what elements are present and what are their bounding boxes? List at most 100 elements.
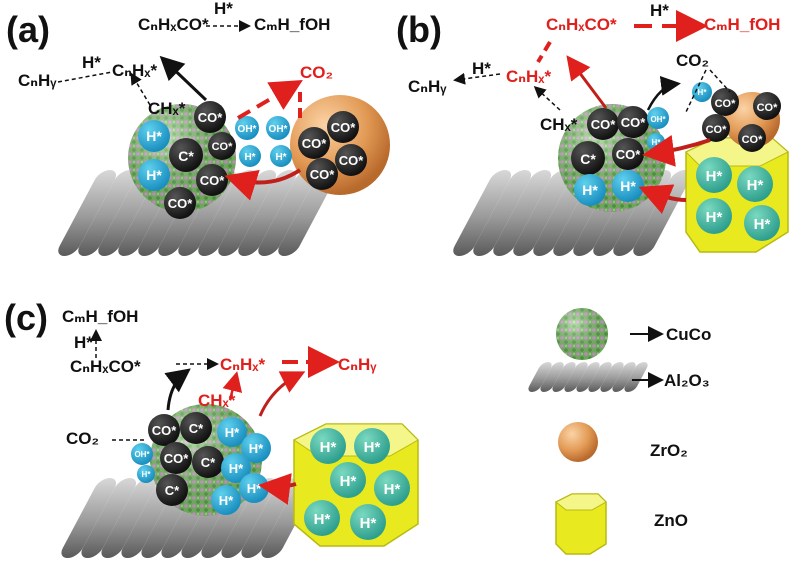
svg-text:H*: H* [247, 481, 262, 496]
svg-text:H*: H* [652, 138, 662, 147]
panel-c: (c) H* H* H* H* H* H* [4, 297, 419, 558]
svg-text:C*: C* [189, 421, 204, 436]
legend-zro2-label: ZrO₂ [650, 441, 688, 460]
panel-b-label: (b) [396, 9, 442, 50]
legend-cuco-label: CuCo [666, 325, 711, 344]
svg-text:CO*: CO* [331, 120, 357, 135]
svg-text:H*: H* [249, 441, 264, 456]
svg-text:H*: H* [244, 152, 255, 163]
svg-text:H*: H* [706, 168, 723, 185]
svg-text:CO*: CO* [302, 136, 328, 151]
svg-text:H*: H* [747, 177, 764, 194]
panel-c-h: H* [74, 333, 93, 352]
svg-text:H*: H* [582, 182, 598, 198]
svg-text:CO*: CO* [715, 98, 737, 110]
legend-zno-label: ZnO [654, 511, 688, 530]
panel-b-chain-top-lhs: CₙHₓCO* [546, 15, 617, 34]
svg-text:CO*: CO* [168, 196, 194, 211]
panel-c-spillover-arrow [258, 473, 297, 505]
svg-text:CO*: CO* [616, 147, 642, 162]
legend-zno: ZnO [555, 493, 688, 555]
panel-a: (a) CO* H* C* H* CO* CO* [6, 0, 390, 256]
legend-cuco: CuCo [556, 308, 711, 360]
svg-text:CO*: CO* [200, 173, 226, 188]
svg-text:OH*: OH* [238, 124, 257, 135]
svg-text:CO*: CO* [591, 117, 617, 132]
panel-c-mid-center: CₙHₓ* [220, 355, 266, 374]
svg-text:C*: C* [165, 483, 180, 498]
panel-c-mid-lhs: CₙHₓCO* [70, 357, 141, 376]
svg-text:H*: H* [754, 216, 771, 233]
svg-text:CO*: CO* [198, 110, 224, 125]
panel-c-chx: CHₓ* [198, 391, 236, 410]
panel-b-chain-mid-lhs: CₙHᵧ [408, 77, 447, 96]
panel-c-label: (c) [4, 297, 48, 338]
svg-text:H*: H* [620, 178, 636, 194]
panel-a-co2-arrow-1 [236, 79, 303, 120]
svg-text:H*: H* [320, 439, 337, 456]
svg-text:OH*: OH* [269, 124, 288, 135]
panel-b-chain-top-h: H* [650, 1, 669, 20]
svg-text:H*: H* [314, 511, 331, 528]
svg-text:H*: H* [219, 493, 234, 508]
panel-a-chain-mid-rhs: CₙHₓ* [112, 61, 158, 80]
svg-text:C*: C* [178, 148, 194, 164]
svg-text:H*: H* [229, 461, 244, 476]
svg-text:H*: H* [340, 473, 357, 490]
panel-b-spillover-arrow-2 [642, 134, 711, 167]
svg-text:CO*: CO* [152, 423, 178, 438]
svg-text:OH*: OH* [650, 115, 666, 124]
panel-b-co2: CO₂ [676, 51, 709, 70]
panel-b: (b) H* H* H* H* CO* CO* CO* CO* H* [396, 1, 789, 256]
panel-c-adsorbates: CO* C* CO* C* C* H* H* H* H* H* OH* H* [131, 412, 271, 515]
svg-text:OH*: OH* [134, 450, 150, 459]
svg-text:H*: H* [225, 425, 240, 440]
svg-text:CO*: CO* [310, 167, 336, 182]
panel-b-co2-arrow [646, 75, 681, 111]
panel-a-chain-mid-lhs: CₙHᵧ [18, 71, 57, 90]
panel-b-up-arrow [566, 55, 608, 109]
panel-a-chain-top-rhs: CₘH_fOH [254, 15, 330, 34]
legend: CuCo Al₂O₃ ZrO₂ ZnO [528, 308, 711, 555]
panel-c-mid-rhs: CₙHᵧ [338, 355, 377, 374]
svg-text:H*: H* [360, 515, 377, 532]
svg-text:H*: H* [706, 209, 723, 226]
panel-a-spillover-arrow [224, 168, 302, 201]
svg-text:H*: H* [146, 128, 162, 144]
panel-a-up-arrow [159, 55, 208, 102]
svg-text:H*: H* [146, 167, 162, 183]
panel-a-chain-top-lhs: CₙHₓCO* [138, 15, 209, 34]
svg-text:CO*: CO* [757, 102, 779, 114]
svg-text:C*: C* [201, 455, 216, 470]
svg-text:CO*: CO* [742, 134, 764, 146]
svg-text:H*: H* [275, 152, 286, 163]
svg-text:CO*: CO* [339, 153, 365, 168]
panel-a-adsorbates: CO* H* C* H* CO* CO* CO* [138, 101, 236, 219]
legend-zro2: ZrO₂ [558, 422, 688, 462]
panel-c-up-arrow-right [258, 371, 306, 417]
panel-c-co2: CO₂ [66, 429, 99, 448]
panel-b-chain-mid-h: H* [472, 59, 491, 78]
svg-text:CO*: CO* [212, 141, 234, 153]
panel-b-chain-mid-rhs: CₙHₓ* [506, 67, 552, 86]
panel-c-top: CₘH_fOH [62, 307, 138, 326]
panel-a-co2: CO₂ [300, 63, 333, 82]
svg-text:H*: H* [698, 88, 708, 97]
svg-text:H*: H* [142, 470, 152, 479]
svg-text:CO*: CO* [706, 124, 728, 136]
legend-al2o3-label: Al₂O₃ [664, 371, 710, 390]
panel-a-chain-mid-h: H* [82, 53, 101, 72]
panel-c-zno-particle: H* H* H* H* H* H* [293, 423, 419, 547]
svg-text:H*: H* [384, 481, 401, 498]
panel-c-up-arrow-left [164, 368, 191, 411]
svg-text:C*: C* [580, 151, 596, 167]
panel-a-interface-species: OH* OH* H* H* [235, 116, 292, 167]
panel-b-chain-top-rhs: CₘH_fOH [704, 15, 780, 34]
svg-text:H*: H* [364, 439, 381, 456]
panel-a-label: (a) [6, 9, 50, 50]
panel-b-spillover-arrow-1 [638, 184, 687, 214]
panel-a-chain-top-h: H* [214, 0, 233, 18]
svg-text:CO*: CO* [164, 451, 190, 466]
